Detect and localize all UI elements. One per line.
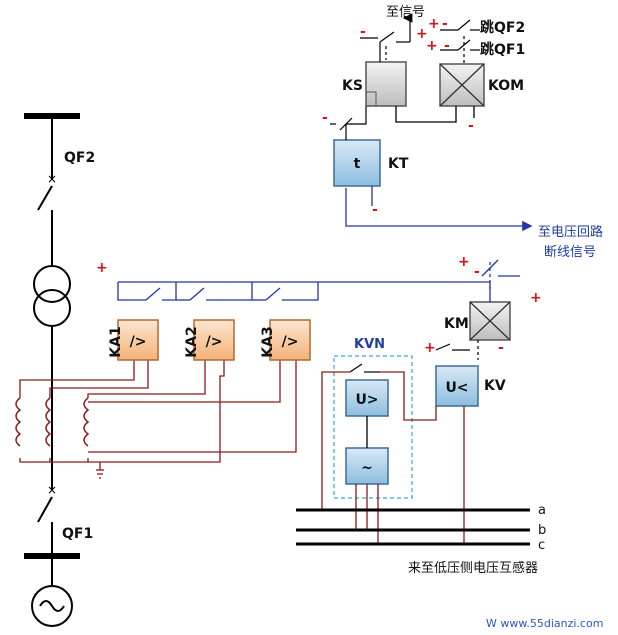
- ks-minus: -: [360, 24, 366, 40]
- to-signal-label: 至信号: [386, 5, 425, 20]
- primary-circuit: × QF2 × QF1: [15, 113, 95, 627]
- ct-coils: [15, 397, 90, 447]
- dc-plus-sign: +: [96, 260, 108, 276]
- ks-contact: [360, 13, 413, 62]
- ka1-label: KA1: [108, 326, 124, 357]
- kv-label: KV: [484, 378, 506, 394]
- to-voltage-loop-label-1: 至电压回路: [538, 224, 603, 240]
- km-contact-plus: +: [458, 254, 470, 270]
- ka1-symbol: />: [130, 334, 147, 350]
- kom-plus-2: +: [426, 38, 438, 54]
- relay-ks: [365, 61, 407, 107]
- kom-label: KOM: [488, 78, 524, 94]
- watermark: W www.55dianzi.com: [486, 617, 603, 630]
- svg-text:×: ×: [47, 172, 57, 186]
- ka3-label: KA3: [260, 326, 276, 357]
- kv-contact-plus: +: [424, 340, 436, 356]
- relay-km: [469, 282, 511, 341]
- relay-ka2: /> KA2: [184, 319, 235, 361]
- svg-text:×: ×: [47, 483, 57, 497]
- from-pt-label: 来至低压侧电压互感器: [408, 560, 538, 576]
- ka3-symbol: />: [282, 334, 299, 350]
- ct-secondary-wiring: [19, 360, 297, 479]
- kom-plus-1: +: [428, 16, 440, 32]
- kom-bottom-minus: -: [468, 118, 474, 134]
- qf1-breaker: ×: [37, 483, 57, 556]
- kvn-u-symbol: U>: [355, 392, 378, 408]
- kom-minus-2: -: [444, 38, 450, 54]
- ac-source-symbol: [31, 585, 73, 627]
- kt-symbol: t: [354, 156, 361, 172]
- qf2-label: QF2: [64, 150, 95, 166]
- kom-minus-1: -: [442, 16, 448, 32]
- ka2-symbol: />: [206, 334, 223, 350]
- relay-kvn-u: U>: [345, 379, 389, 417]
- phase-a-label: a: [538, 503, 546, 518]
- qf2-breaker: ×: [37, 172, 57, 266]
- ks-label: KS: [342, 78, 363, 94]
- relay-kt: t: [333, 139, 381, 187]
- km-right-plus: +: [530, 290, 542, 306]
- kv-symbol: U<: [445, 380, 468, 396]
- relay-kom: [439, 63, 485, 107]
- km-minus: -: [498, 340, 504, 356]
- trip-qf1-label: 跳QF1: [480, 41, 525, 58]
- trip-qf2-label: 跳QF2: [480, 19, 525, 36]
- relay-kv: U<: [435, 365, 479, 407]
- kt-contact-minus: -: [322, 110, 328, 126]
- kt-label: KT: [388, 156, 409, 172]
- phase-c-label: c: [538, 538, 545, 553]
- ka2-label: KA2: [184, 326, 200, 357]
- phase-buses: [296, 508, 530, 546]
- ks-kom-wiring: [395, 106, 475, 123]
- transformer-symbol: [33, 265, 71, 327]
- relay-kvn-filter: ~: [345, 447, 389, 485]
- kvn-filter-symbol: ~: [361, 460, 373, 476]
- ks-plus: +: [416, 26, 428, 42]
- relay-ka1: /> KA1: [108, 319, 159, 361]
- kvn-label: KVN: [354, 337, 385, 352]
- current-relays: /> KA1 /> KA2 /> KA3: [108, 319, 311, 361]
- voltage-wiring: [321, 371, 465, 544]
- kvn-dashed-box: [333, 355, 413, 499]
- phase-b-label: b: [538, 523, 546, 538]
- km-label: KM: [444, 316, 469, 332]
- qf1-label: QF1: [62, 526, 93, 542]
- kt-contact: [330, 106, 367, 140]
- kt-minus: -: [372, 202, 378, 218]
- relay-ka3: /> KA3: [260, 319, 311, 361]
- dc-control-wiring: +: [96, 188, 533, 301]
- kom-contacts: [440, 19, 480, 64]
- to-voltage-loop-label-2: 断线信号: [544, 245, 596, 260]
- km-contact-minus: -: [474, 264, 480, 280]
